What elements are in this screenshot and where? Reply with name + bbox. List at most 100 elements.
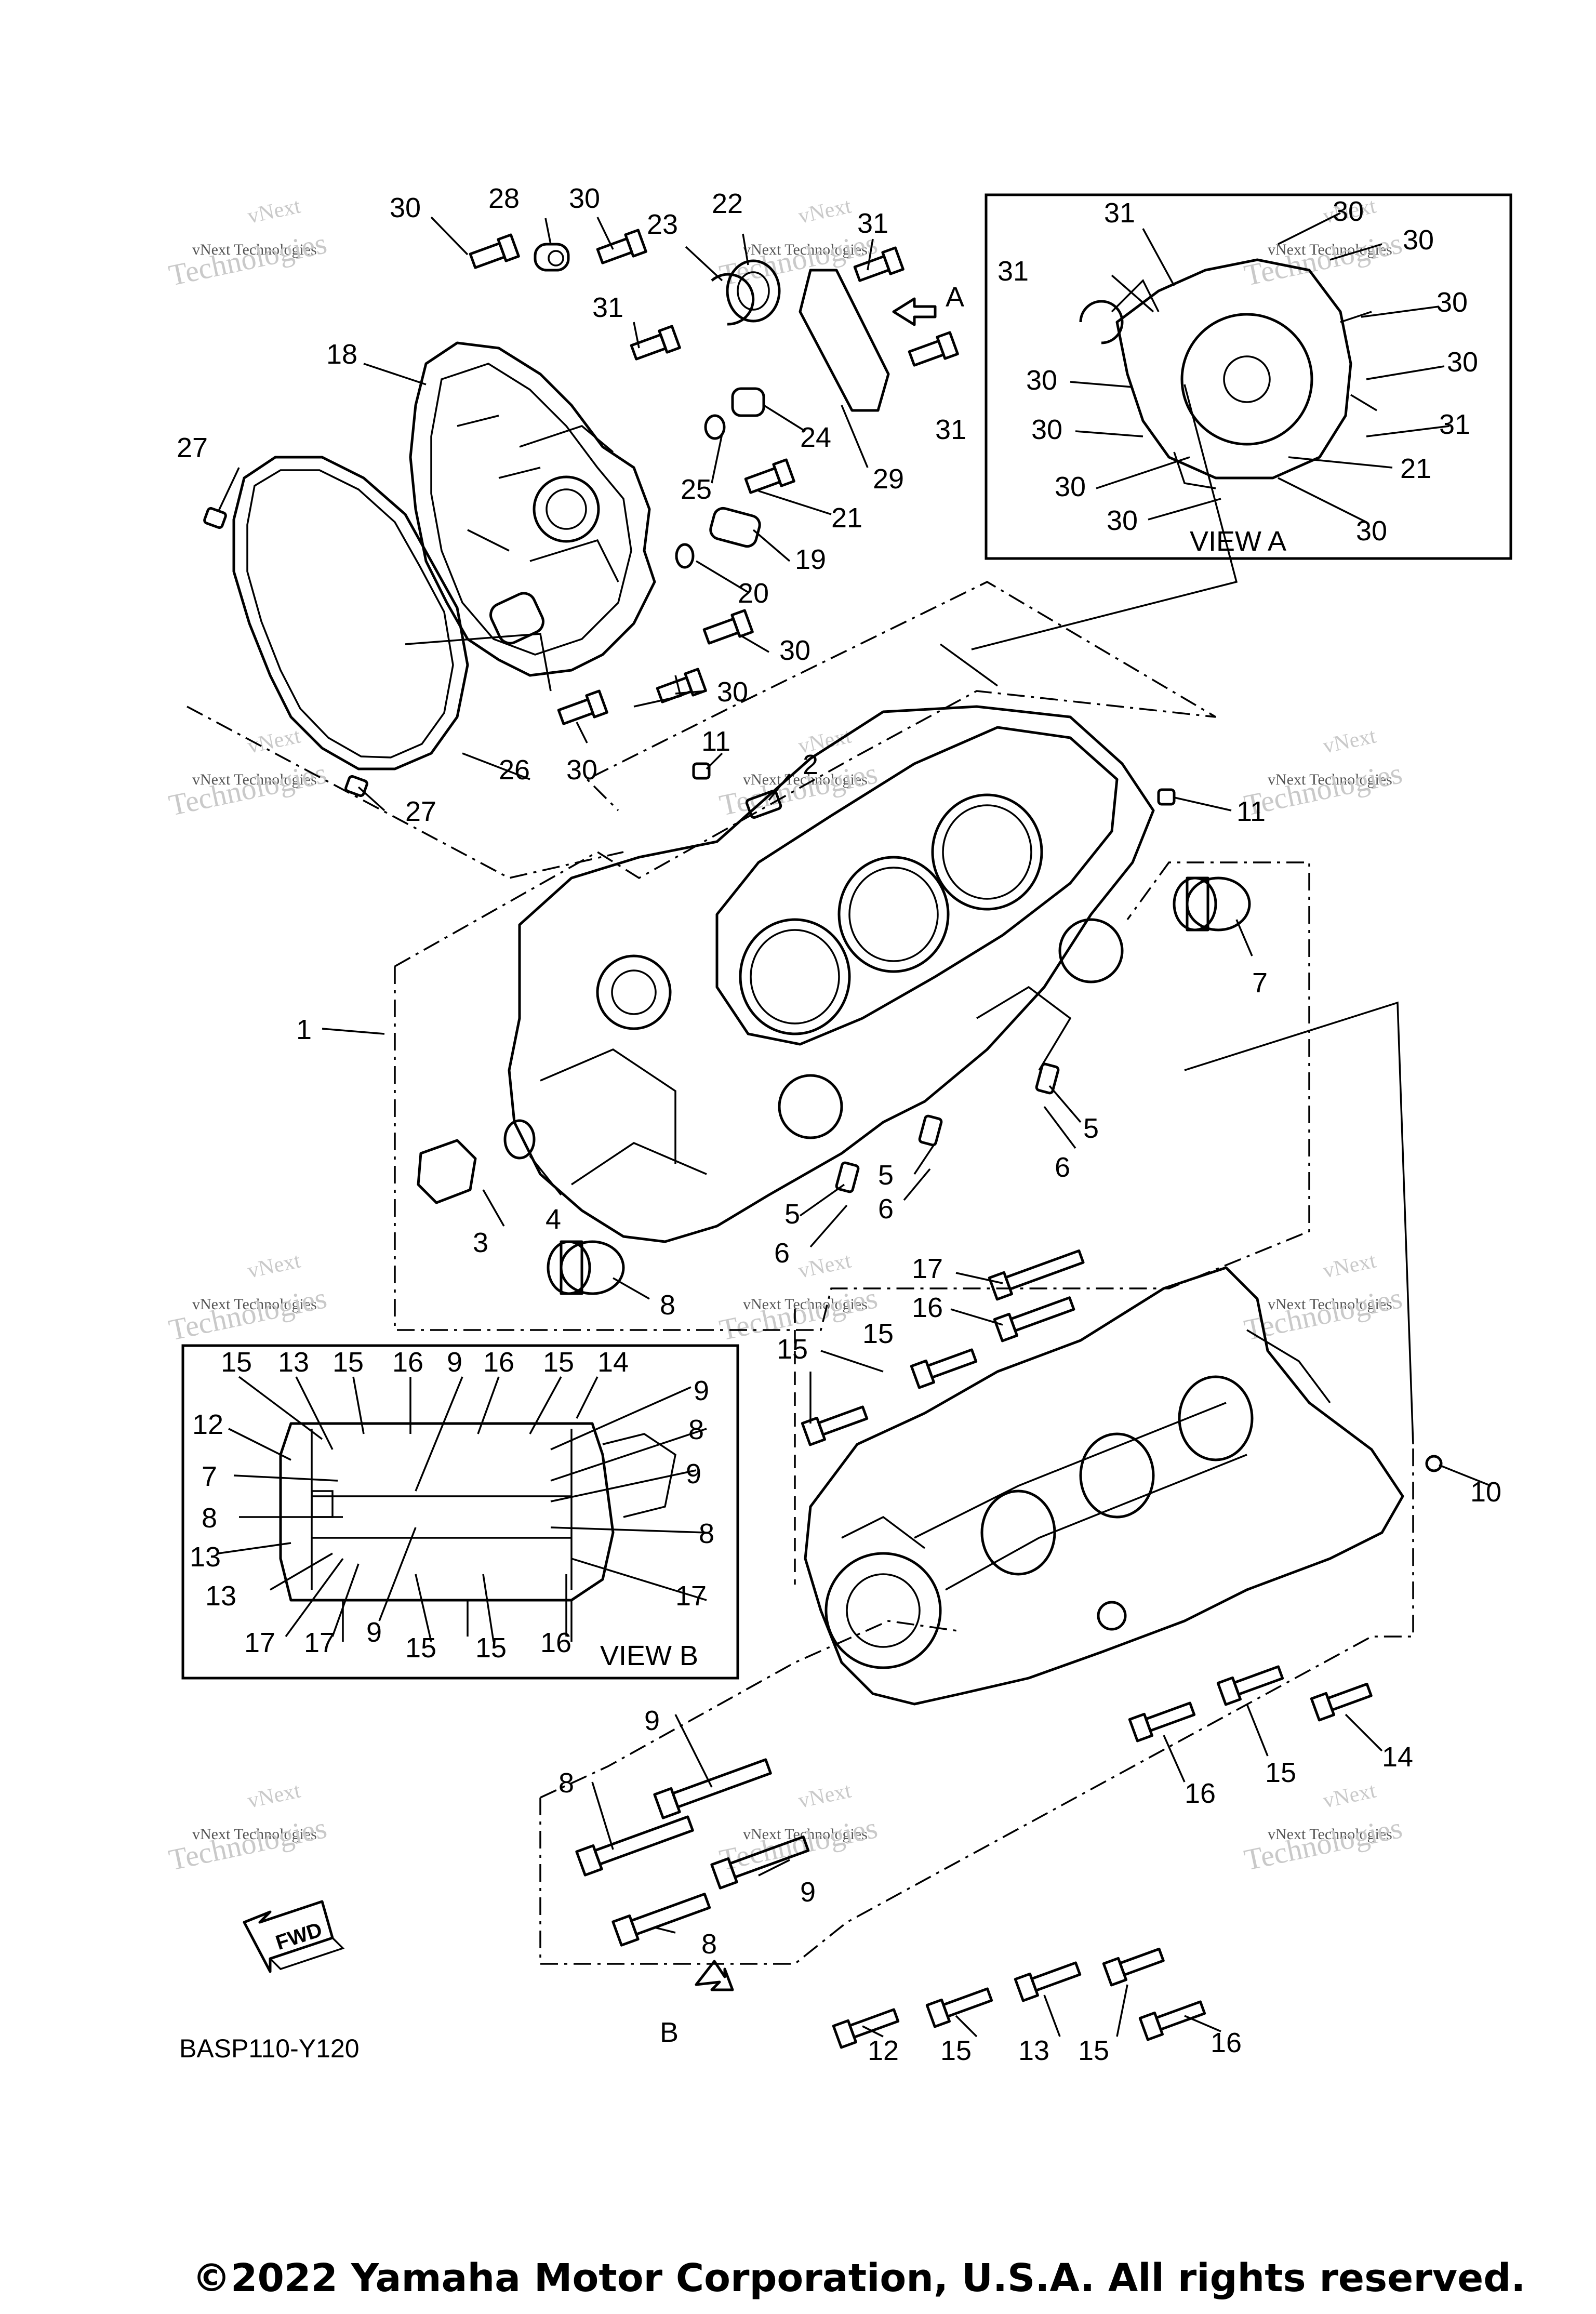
svg-text:vNext: vNext xyxy=(246,1248,303,1283)
callout: 8 xyxy=(558,1767,574,1799)
callout: 7 xyxy=(1252,967,1268,999)
callout: 16 xyxy=(392,1347,423,1378)
svg-text:vNext Technologies: vNext Technologies xyxy=(1268,1296,1392,1313)
crankcase-cover-assembly xyxy=(203,341,656,797)
svg-text:vNext: vNext xyxy=(246,1778,303,1813)
callout: 30 xyxy=(1031,414,1062,445)
callout: 15 xyxy=(543,1347,574,1378)
bolts xyxy=(469,229,959,725)
callout: 17 xyxy=(304,1627,335,1658)
svg-text:vNext Technologies: vNext Technologies xyxy=(1268,241,1392,258)
callout: 29 xyxy=(873,463,904,495)
callout: 30 xyxy=(1447,347,1478,378)
callout: 15 xyxy=(1078,2035,1109,2066)
callout: 15 xyxy=(221,1347,252,1378)
callout: 6 xyxy=(878,1193,894,1225)
callout: 8 xyxy=(688,1414,704,1445)
callout: 31 xyxy=(857,208,888,239)
view-b-panel xyxy=(181,1344,739,1680)
svg-text:vNext Technologies: vNext Technologies xyxy=(192,1826,317,1843)
callout: 16 xyxy=(540,1627,571,1658)
callout: 31 xyxy=(998,256,1029,287)
callout: 13 xyxy=(190,1541,221,1573)
callout: 13 xyxy=(205,1580,236,1612)
callout: 27 xyxy=(177,432,208,463)
callout: 30 xyxy=(1333,196,1364,227)
callout: 1 xyxy=(296,1014,312,1045)
callout: 17 xyxy=(675,1580,707,1612)
callout: 2 xyxy=(803,749,818,780)
callout: 11 xyxy=(1236,796,1266,827)
callout: 16 xyxy=(1185,1778,1216,1809)
svg-text:vNext: vNext xyxy=(1321,1248,1378,1283)
watermark: vNext vNext Technologies Technologies xyxy=(1241,194,1405,292)
svg-text:vNext Technologies: vNext Technologies xyxy=(1268,771,1392,788)
callout: 18 xyxy=(326,339,357,370)
svg-text:Technologies: Technologies xyxy=(716,1811,880,1877)
callout: 31 xyxy=(935,414,966,445)
callout: 30 xyxy=(390,192,421,223)
callout: 9 xyxy=(366,1617,382,1648)
callout: 21 xyxy=(1400,453,1431,484)
view-a-panel xyxy=(985,193,1512,560)
watermarks: vNext vNext Technologies Technologies vN… xyxy=(166,194,1405,1877)
watermark: vNext vNext Technologies Technologies xyxy=(1241,1248,1405,1347)
watermark: vNext vNext Technologies Technologies xyxy=(716,724,880,822)
svg-text:vNext Technologies: vNext Technologies xyxy=(1268,1826,1392,1843)
callout: 16 xyxy=(1211,2027,1242,2058)
callout: 25 xyxy=(681,474,712,505)
view-a-arrow-icon xyxy=(892,297,937,326)
watermark: vNext vNext Technologies Technologies xyxy=(166,1778,329,1877)
callout: 6 xyxy=(774,1238,790,1269)
callout: 30 xyxy=(717,676,748,708)
callout: 20 xyxy=(738,578,769,609)
svg-text:Technologies: Technologies xyxy=(1241,1811,1405,1877)
view-a-title: VIEW A xyxy=(1190,526,1286,557)
callout: 7 xyxy=(202,1461,217,1492)
svg-text:vNext Technologies: vNext Technologies xyxy=(743,241,868,258)
svg-text:vNext Technologies: vNext Technologies xyxy=(192,771,317,788)
callout: 10 xyxy=(1470,1477,1501,1508)
assembly-outlines xyxy=(187,581,1414,1965)
callout: 30 xyxy=(569,183,600,214)
callout: 5 xyxy=(878,1160,894,1191)
svg-text:Technologies: Technologies xyxy=(166,1281,329,1347)
callout: 27 xyxy=(405,796,436,827)
callout: 31 xyxy=(1439,409,1470,440)
callout: 14 xyxy=(597,1347,629,1378)
watermark: vNext vNext Technologies Technologies xyxy=(716,1248,880,1347)
svg-text:Technologies: Technologies xyxy=(1241,226,1405,292)
view-b-arrow-icon xyxy=(695,1960,734,1991)
callout: 30 xyxy=(1403,224,1434,256)
view-b-title: VIEW B xyxy=(600,1640,698,1671)
callout: 3 xyxy=(473,1227,488,1258)
fwd-arrow-icon: FWD xyxy=(243,1900,345,1973)
callout: 9 xyxy=(686,1458,701,1490)
callout: 23 xyxy=(647,209,678,240)
callout: 14 xyxy=(1382,1741,1413,1773)
callout: 30 xyxy=(779,635,810,666)
callout: 8 xyxy=(660,1289,675,1321)
callout: 21 xyxy=(831,502,862,534)
svg-text:vNext: vNext xyxy=(796,1248,854,1283)
callout: 28 xyxy=(488,183,520,214)
callout: 13 xyxy=(1018,2035,1049,2066)
svg-text:Technologies: Technologies xyxy=(716,756,880,822)
callout: 6 xyxy=(1055,1152,1070,1183)
callout: 30 xyxy=(1026,365,1057,396)
arrow-a-label: A xyxy=(946,282,964,313)
svg-text:vNext: vNext xyxy=(1321,1778,1378,1813)
callout: 16 xyxy=(483,1347,514,1378)
svg-text:vNext: vNext xyxy=(1321,724,1378,758)
callout: 30 xyxy=(1107,505,1138,536)
callout: 8 xyxy=(701,1929,717,1960)
crankcase-bolts xyxy=(575,1249,1373,2049)
callout: 30 xyxy=(1437,287,1468,318)
svg-text:vNext Technologies: vNext Technologies xyxy=(192,1296,317,1313)
view-b-arrow: B xyxy=(660,1960,734,2048)
callout: 15 xyxy=(940,2035,972,2066)
callout: 9 xyxy=(644,1705,660,1736)
callout: 9 xyxy=(800,1877,816,1908)
callouts-view-a: 31 30 30 30 31 30 30 30 30 31 30 21 30 3… xyxy=(892,196,1478,557)
